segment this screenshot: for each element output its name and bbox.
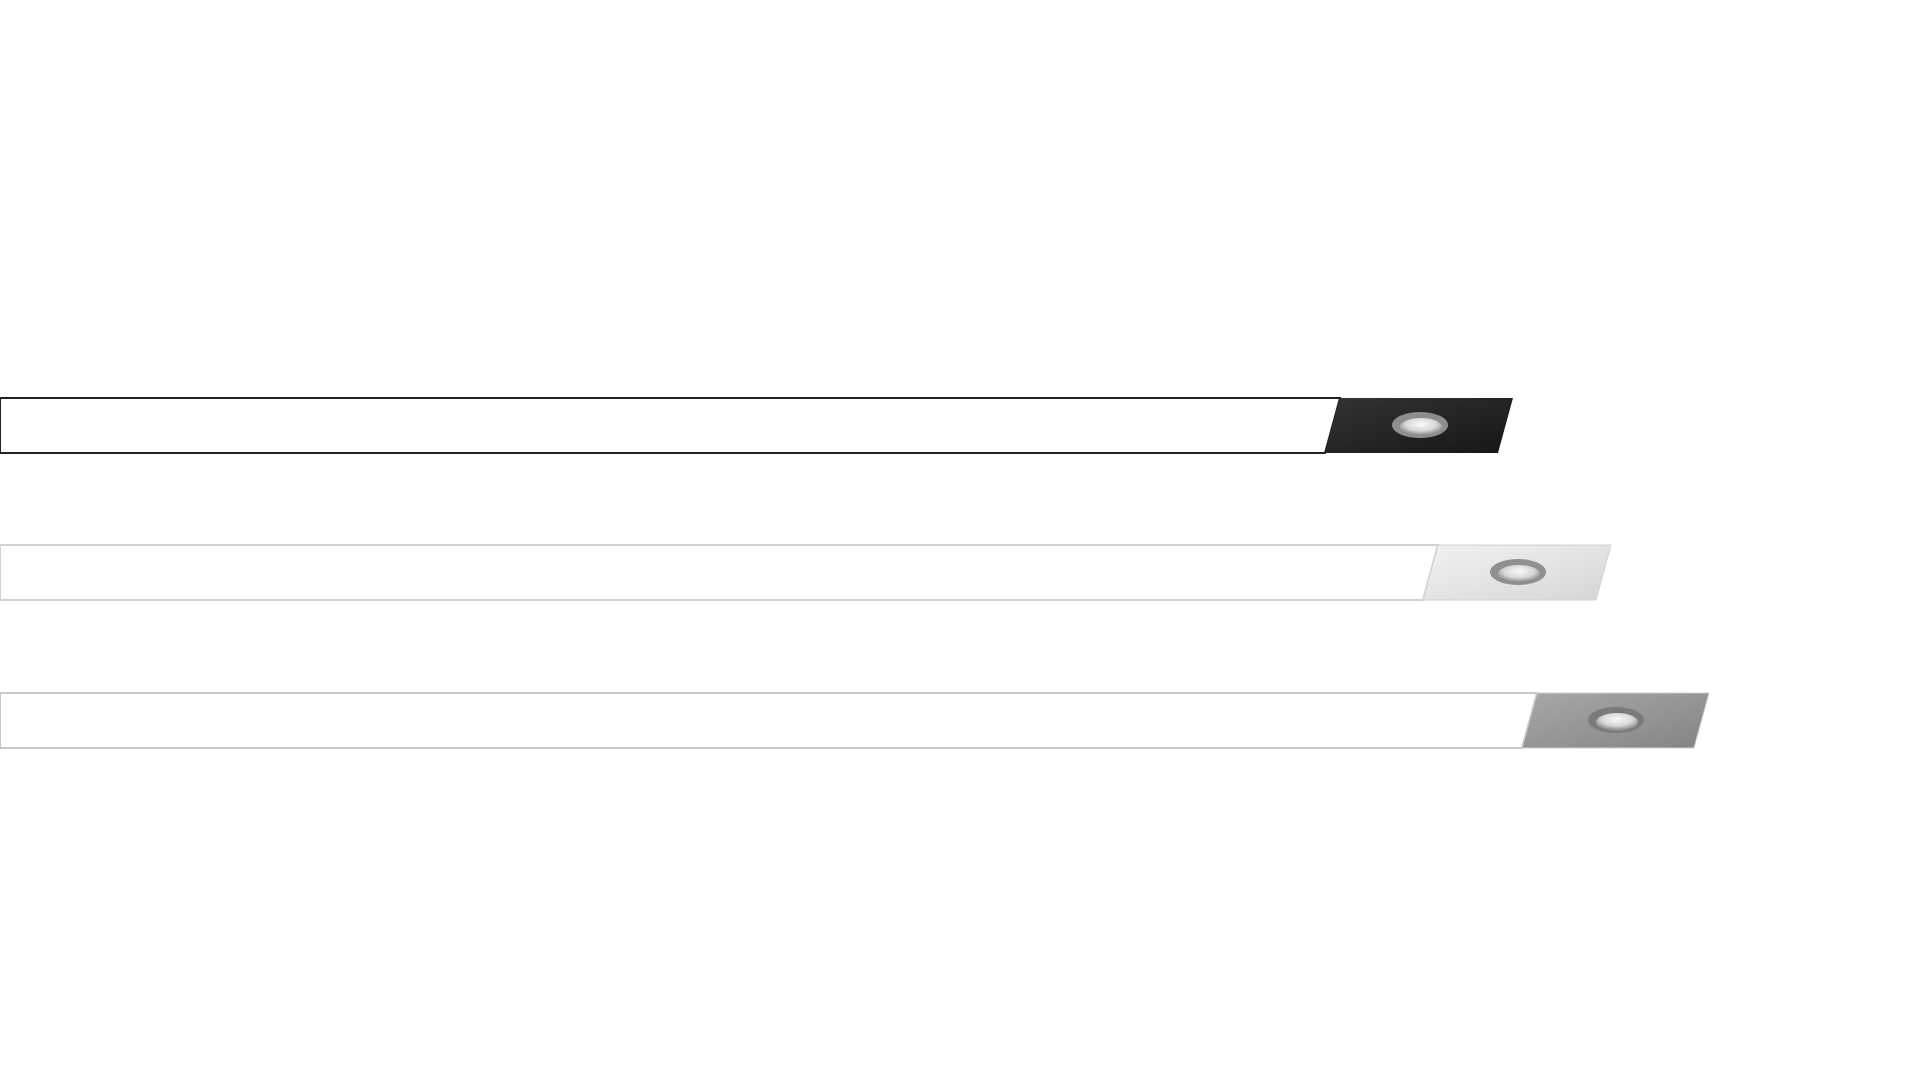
diffuser-strip-grey bbox=[0, 692, 1539, 749]
diffuser-strip-black bbox=[0, 397, 1342, 454]
luminaire-white bbox=[0, 544, 1612, 601]
spot-cup-grey bbox=[1596, 713, 1638, 731]
diffuser-strip-white bbox=[0, 544, 1440, 601]
spot-cup-white bbox=[1498, 565, 1540, 583]
luminaire-black bbox=[0, 397, 1513, 454]
luminaire-grey bbox=[0, 692, 1710, 749]
spot-cup-black bbox=[1400, 418, 1442, 436]
